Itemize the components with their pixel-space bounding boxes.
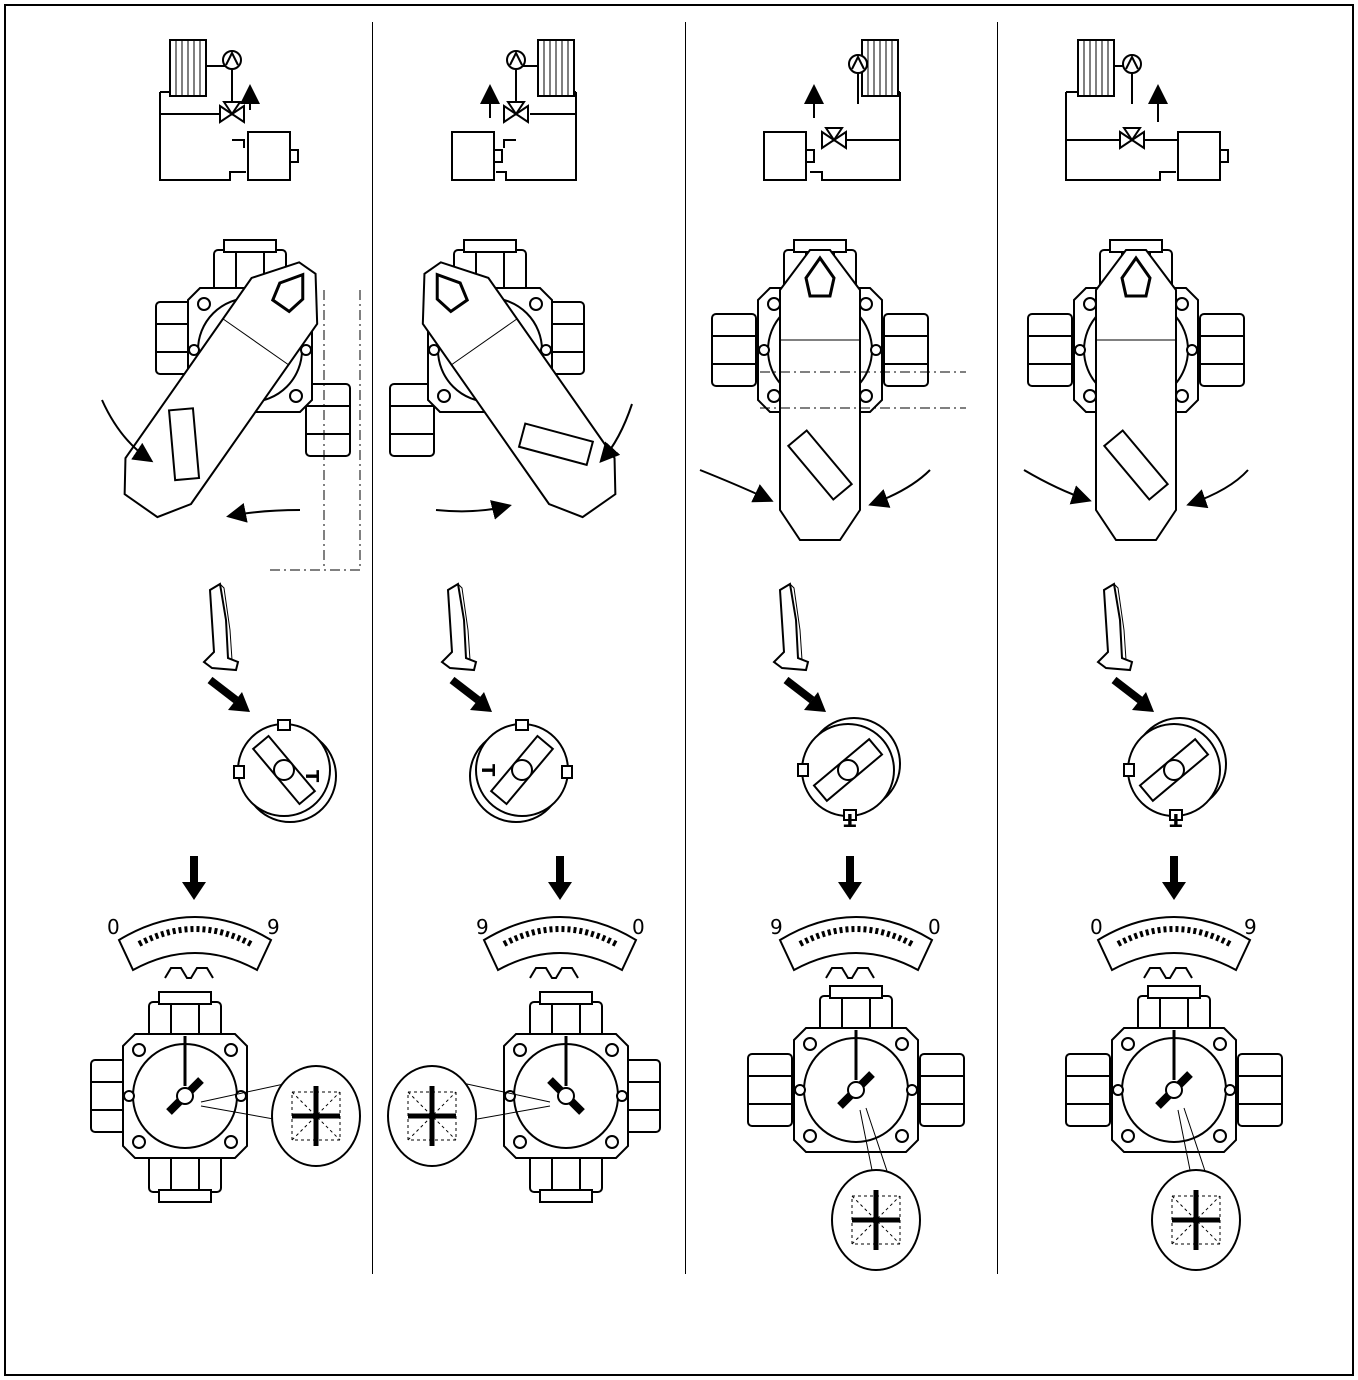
column-4: T 0 9: [1023, 39, 1283, 1300]
valve-lever-assembly-3: [711, 239, 966, 542]
scale-1: 0 9: [107, 915, 280, 978]
svg-text:9: 9: [476, 915, 489, 939]
dial-cap-4: T: [1123, 717, 1227, 830]
svg-text:0: 0: [928, 915, 941, 939]
insert-arrow-icon: [1114, 680, 1154, 712]
down-arrow-icon: [1162, 856, 1186, 900]
svg-text:0: 0: [107, 915, 120, 939]
scale-3: 9 0: [770, 915, 941, 978]
scale-4: 0 9: [1090, 915, 1257, 978]
valve-lever-assembly-2: [389, 239, 634, 531]
rotation-arrow-right: [868, 469, 931, 508]
svg-text:9: 9: [267, 915, 280, 939]
svg-text:T: T: [1169, 809, 1182, 830]
detail-balloon-2: [388, 1066, 476, 1166]
svg-text:0: 0: [632, 915, 645, 939]
valve-lever-assembly-1: [106, 239, 361, 571]
valve-assembly-3: [747, 985, 965, 1191]
dial-cap-2: T: [469, 719, 573, 823]
rotation-arrow-left: [101, 399, 154, 463]
key-icon: [773, 583, 809, 671]
figure-frame: [4, 4, 1354, 1376]
key-icon: [1097, 583, 1133, 671]
key-icon: [203, 583, 239, 671]
piping-schematic-4: [1065, 39, 1229, 181]
down-arrow-icon: [548, 856, 572, 900]
svg-text:0: 0: [1090, 915, 1103, 939]
rotation-arrow-left: [699, 469, 774, 503]
piping-schematic-1: [159, 39, 299, 181]
dial-cap-1: T: [233, 719, 337, 823]
svg-text:9: 9: [1244, 915, 1257, 939]
svg-text:T: T: [477, 764, 498, 777]
valve-assembly-4: [1065, 985, 1283, 1191]
rotation-arrow-left: [435, 500, 512, 520]
column-divider-1: [372, 22, 373, 1274]
svg-text:T: T: [843, 809, 856, 830]
down-arrow-icon: [182, 856, 206, 900]
piping-schematic-3: [763, 39, 901, 181]
rotation-arrow-left: [1023, 469, 1092, 505]
column-2: T 9 0: [380, 39, 661, 1203]
column-1: T 0 9: [90, 39, 400, 1203]
insert-arrow-icon: [452, 680, 492, 712]
insert-arrow-icon: [210, 680, 250, 712]
detail-balloon-3: [832, 1170, 920, 1270]
column-3: T 9 0: [699, 39, 966, 1300]
rotation-arrow-right: [1186, 469, 1249, 509]
down-arrow-icon: [838, 856, 862, 900]
detail-balloon-4: [1152, 1170, 1240, 1270]
rotation-arrow-right: [599, 403, 633, 463]
scale-2: 9 0: [476, 915, 645, 978]
key-icon: [441, 583, 477, 671]
detail-balloon-1: [272, 1066, 360, 1166]
piping-schematic-2: [451, 39, 577, 181]
rotation-arrow-right: [226, 503, 301, 523]
insert-arrow-icon: [786, 680, 826, 712]
column-divider-2: [685, 22, 686, 1274]
svg-text:T: T: [301, 770, 322, 783]
dial-cap-3: T: [797, 717, 901, 830]
svg-text:9: 9: [770, 915, 783, 939]
column-divider-3: [997, 22, 998, 1274]
